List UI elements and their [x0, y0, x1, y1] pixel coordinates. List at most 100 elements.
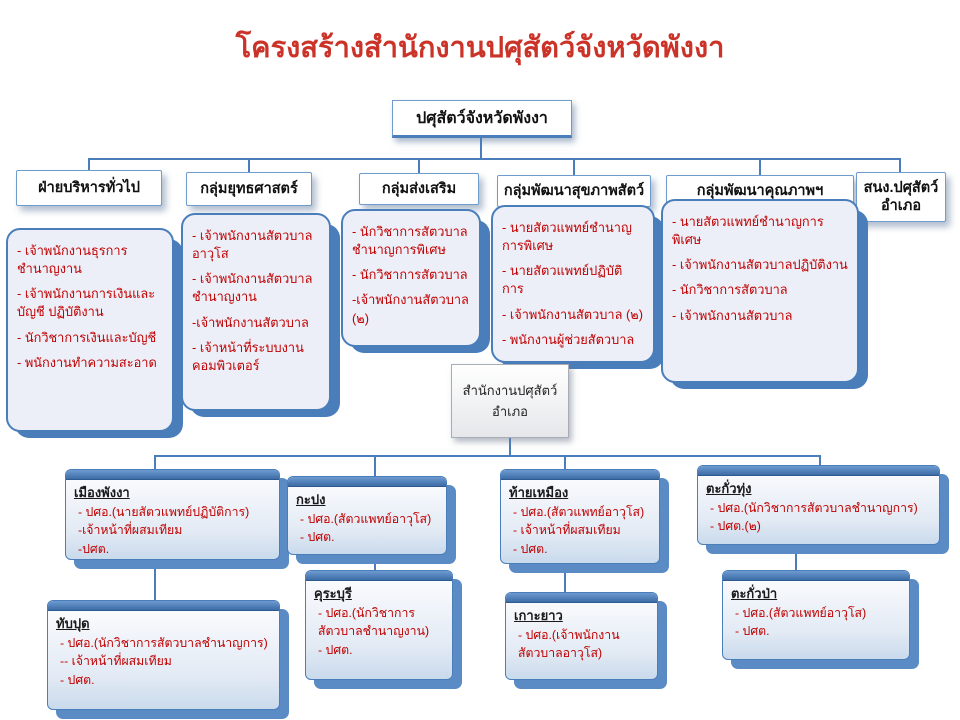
- position-item: - ปศต.: [60, 672, 95, 687]
- district-name: คุระบุรี: [314, 586, 352, 601]
- position-item: - ปศอ.(นักวิชาการสัตวบาลชำนาญการ): [60, 636, 268, 650]
- staff-list: - เจ้าพนักงานสัตวบาลอาวุโส - เจ้าพนักงาน…: [181, 213, 331, 411]
- connector: [88, 158, 90, 172]
- district-name: เกาะยาว: [514, 608, 563, 623]
- position-item: - ปศอ.(สัตวแพทย์อาวุโส): [735, 606, 867, 620]
- district-takua-pa: ตะกั่วป่า - ปศอ.(สัตวแพทย์อาวุโส) - ปศต.: [722, 570, 919, 669]
- dept-label: กลุ่มพัฒนาสุขภาพสัตว์: [503, 182, 645, 199]
- district-card: ทับปุด - ปศอ.(นักวิชาการสัตวบาลชำนาญการ)…: [47, 600, 280, 710]
- position-item: - เจ้าพนักงานสัตวบาลปฏิบัติงาน: [672, 257, 848, 273]
- dept-header-district-office: สนง.ปศุสัตว์อำเภอ: [856, 172, 946, 222]
- card-header-bar: [723, 571, 909, 581]
- district-kapong: กะปง - ปศอ.(สัตวแพทย์อาวุโส) - ปศต.: [287, 476, 456, 564]
- card-header-bar: [66, 470, 279, 480]
- connector: [795, 545, 797, 570]
- district-card: ท้ายเหมือง - ปศอ.(สัตวแพทย์อาวุโส) - เจ้…: [500, 469, 660, 564]
- dept-header-strategy: กลุ่มยุทธศาสตร์: [186, 172, 312, 206]
- dept-label: สนง.ปศุสัตว์อำเภอ: [863, 179, 939, 214]
- district-card: ตะกั่วทุ่ง - ปศอ.(นักวิชาการสัตวบาลชำนาญ…: [697, 465, 940, 545]
- position-item: -- เจ้าหน้าที่ผสมเทียม: [60, 654, 172, 669]
- position-item: - นายสัตวแพทย์ชำนาญการพิเศษ: [502, 220, 632, 254]
- dept-header-general-admin: ฝ่ายบริหารทั่วไป: [16, 170, 162, 206]
- district-card: กะปง - ปศอ.(สัตวแพทย์อาวุโส) - ปศต.: [287, 476, 447, 555]
- position-item: - ปศอ.(นายสัตวแพทย์ปฏิบัติการ): [78, 505, 250, 519]
- position-item: -ปศต.: [78, 541, 110, 556]
- staff-list: - เจ้าพนักงานธุรการชำนาญงาน - เจ้าพนักงา…: [6, 228, 174, 432]
- district-takua-thung: ตะกั่วทุ่ง - ปศอ.(นักวิชาการสัตวบาลชำนาญ…: [697, 465, 949, 554]
- card-header-bar: [306, 571, 452, 581]
- position-item: - ปศอ.(สัตวแพทย์อาวุโส): [300, 512, 432, 526]
- position-item: - นักวิชาการสัตวบาล: [352, 267, 468, 283]
- position-item: - ปศต.: [513, 541, 548, 556]
- position-item: -เจ้าพนักงานสัตวบาล: [192, 314, 309, 330]
- connector: [154, 455, 156, 471]
- district-office-node: สำนักงานปศุสัตว์อำเภอ: [451, 364, 569, 438]
- position-item: - ปศต.(๒): [710, 519, 761, 534]
- dept-staff-promotion: - นักวิชาการสัตวบาลชำนาญการพิเศษ - นักวิ…: [341, 209, 490, 353]
- staff-list: - นายสัตวแพทย์ชำนาญการพิเศษ - นายสัตวแพท…: [491, 205, 655, 363]
- dept-label: กลุ่มส่งเสริม: [381, 180, 457, 197]
- position-item: - ปศอ.(นักวิชาการสัตวบาลชำนาญการ): [710, 501, 918, 515]
- dept-staff-quality: - นายสัตวแพทย์ชำนาญการพิเศษ - เจ้าพนักงา…: [661, 199, 868, 389]
- position-item: - ปศต.: [300, 530, 335, 545]
- dept-staff-general-admin: - เจ้าพนักงานธุรการชำนาญงาน - เจ้าพนักงา…: [6, 228, 183, 438]
- position-item: - เจ้าพนักงานการเงินและบัญชี ปฏิบัติงาน: [17, 286, 156, 320]
- position-item: - เจ้าพนักงานสัตวบาลชำนาญงาน: [192, 271, 313, 305]
- dept-header-promotion: กลุ่มส่งเสริม: [359, 173, 479, 205]
- connector: [88, 158, 901, 160]
- connector: [899, 158, 901, 174]
- position-item: - เจ้าพนักงานสัตวบาลอาวุโส: [192, 228, 313, 262]
- position-item: -เจ้าพนักงานสัตวบาล (๒): [352, 292, 469, 326]
- position-item: - นักวิชาการสัตวบาลชำนาญการพิเศษ: [352, 224, 468, 258]
- connector: [564, 455, 566, 471]
- card-header-bar: [698, 466, 939, 476]
- card-header-bar: [501, 470, 659, 480]
- district-name: ทับปุด: [56, 616, 90, 631]
- position-item: - เจ้าพนักงานสัตวบาล: [672, 307, 793, 323]
- root-node-label: ปศุสัตว์จังหวัดพังงา: [416, 109, 548, 127]
- position-item: - เจ้าหน้าที่ระบบงานคอมพิวเตอร์: [192, 339, 304, 373]
- position-item: - พนักงานผู้ช่วยสัตวบาล: [502, 331, 635, 347]
- district-ko-yao: เกาะยาว - ปศอ.(เจ้าพนักงานสัตวบาลอาวุโส): [505, 592, 667, 689]
- connector: [154, 455, 821, 457]
- connector: [374, 455, 376, 478]
- position-item: - ปศอ.(เจ้าพนักงานสัตวบาลอาวุโส): [518, 628, 620, 661]
- position-item: - นักวิชาการสัตวบาล: [672, 282, 788, 298]
- position-item: - ปศอ.(สัตวแพทย์อาวุโส): [513, 505, 645, 519]
- staff-list: - นักวิชาการสัตวบาลชำนาญการพิเศษ - นักวิ…: [341, 209, 481, 347]
- district-khura-buri: คุระบุรี - ปศอ.(นักวิชาการสัตวบาลชำนาญงา…: [305, 570, 462, 689]
- card-header-bar: [288, 477, 446, 487]
- card-header-bar: [48, 601, 279, 611]
- district-name: เมืองพังงา: [74, 485, 130, 500]
- district-name: ท้ายเหมือง: [509, 485, 569, 500]
- district-name: กะปง: [296, 492, 326, 507]
- connector: [418, 158, 420, 175]
- connector: [573, 158, 575, 177]
- dept-header-animal-health: กลุ่มพัฒนาสุขภาพสัตว์: [497, 175, 651, 207]
- district-mueang-phangnga: เมืองพังงา - ปศอ.(นายสัตวแพทย์ปฏิบัติการ…: [65, 469, 289, 569]
- connector: [759, 158, 761, 177]
- connector: [154, 560, 156, 600]
- connector: [819, 455, 821, 467]
- district-card: เมืองพังงา - ปศอ.(นายสัตวแพทย์ปฏิบัติการ…: [65, 469, 280, 560]
- card-header-bar: [506, 593, 657, 603]
- dept-staff-strategy: - เจ้าพนักงานสัตวบาลอาวุโส - เจ้าพนักงาน…: [181, 213, 340, 417]
- position-item: - เจ้าพนักงานธุรการชำนาญงาน: [17, 243, 128, 277]
- staff-list: - นายสัตวแพทย์ชำนาญการพิเศษ - เจ้าพนักงา…: [661, 199, 859, 383]
- connector: [248, 158, 250, 174]
- position-item: - นายสัตวแพทย์ชำนาญการพิเศษ: [672, 214, 824, 248]
- district-office-label: สำนักงานปศุสัตว์อำเภอ: [462, 383, 558, 419]
- root-node: ปศุสัตว์จังหวัดพังงา: [392, 100, 572, 138]
- position-item: -เจ้าหน้าที่ผสมเทียม: [78, 523, 183, 538]
- position-item: - นายสัตวแพทย์ปฏิบัติการ: [502, 263, 623, 297]
- position-item: - เจ้าหน้าที่ผสมเทียม: [513, 523, 621, 538]
- connector: [509, 438, 511, 457]
- dept-staff-animal-health: - นายสัตวแพทย์ชำนาญการพิเศษ - นายสัตวแพท…: [491, 205, 664, 369]
- district-name: ตะกั่วป่า: [731, 586, 778, 601]
- district-card: เกาะยาว - ปศอ.(เจ้าพนักงานสัตวบาลอาวุโส): [505, 592, 658, 680]
- district-thap-put: ทับปุด - ปศอ.(นักวิชาการสัตวบาลชำนาญการ)…: [47, 600, 289, 719]
- connector: [480, 138, 482, 159]
- position-item: - ปศต.: [735, 624, 770, 639]
- dept-label: กลุ่มพัฒนาคุณภาพฯ: [696, 182, 824, 199]
- page-title: โครงสร้างสำนักงานปศุสัตว์จังหวัดพังงา: [235, 32, 725, 64]
